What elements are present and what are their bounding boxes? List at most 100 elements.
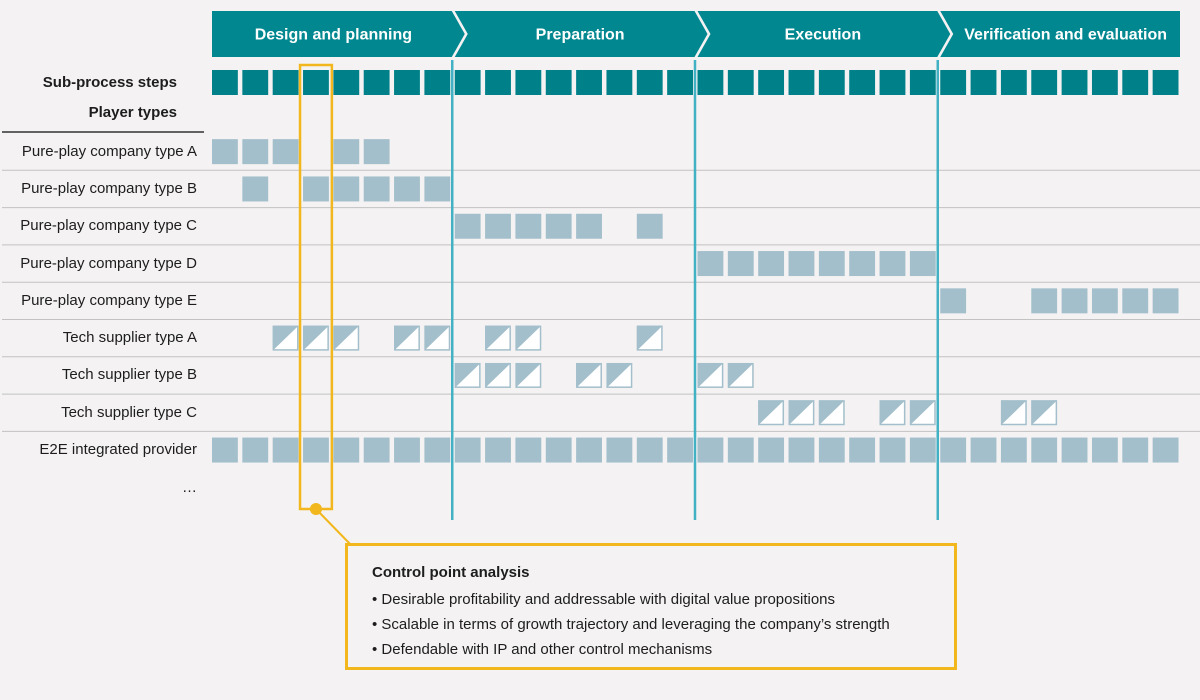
player-cell xyxy=(758,437,785,463)
player-cell xyxy=(727,437,754,463)
player-types-label: Player types xyxy=(88,104,177,121)
player-cell xyxy=(576,213,602,239)
tech-supplier-cell-fill xyxy=(606,362,633,388)
sub-process-step xyxy=(1031,70,1058,95)
tech-supplier-cell-fill xyxy=(424,325,451,351)
player-cell xyxy=(545,437,572,463)
player-cell xyxy=(606,437,633,463)
sub-process-step xyxy=(879,70,906,95)
player-cell xyxy=(1091,437,1118,463)
player-cell xyxy=(697,437,724,463)
sub-process-step xyxy=(636,70,663,95)
phase-label: Preparation xyxy=(536,27,625,44)
player-cell xyxy=(303,437,329,463)
player-cell xyxy=(940,288,967,314)
tech-supplier-cell-fill xyxy=(727,362,754,388)
sub-process-step xyxy=(394,70,420,95)
sub-process-step xyxy=(727,70,754,95)
sub-process-step xyxy=(545,70,572,95)
phase-chevron xyxy=(940,11,1180,57)
sub-process-step xyxy=(940,70,967,95)
sub-process-step xyxy=(1000,70,1027,95)
player-cell xyxy=(545,213,572,239)
tech-supplier-cell-fill xyxy=(333,325,360,351)
tech-supplier-cell-fill xyxy=(576,362,602,388)
player-cell xyxy=(333,176,360,202)
player-cell xyxy=(818,251,845,277)
player-cell xyxy=(909,437,936,463)
phase-label: Execution xyxy=(785,27,861,44)
player-cell xyxy=(485,213,511,239)
sub-process-step xyxy=(242,70,269,95)
player-cell xyxy=(212,139,238,165)
phase-label: Verification and evaluation xyxy=(964,27,1167,44)
player-cell xyxy=(576,437,602,463)
row-label: Pure-play company type C xyxy=(20,217,197,235)
tech-supplier-cell-fill xyxy=(909,400,936,426)
tech-supplier-cell-fill xyxy=(394,325,420,351)
control-point-callout: Control point analysis Desirable profita… xyxy=(345,543,957,670)
sub-process-step xyxy=(515,70,542,95)
row-label: Pure-play company type A xyxy=(21,142,197,160)
tech-supplier-cell-fill xyxy=(879,400,906,426)
sub-process-step xyxy=(424,70,451,95)
connector-dot xyxy=(309,503,322,515)
sub-process-step xyxy=(606,70,633,95)
player-cell xyxy=(394,437,420,463)
player-cell xyxy=(879,437,906,463)
player-cell xyxy=(242,139,269,165)
phase-chevron xyxy=(697,11,951,57)
phase-chevron xyxy=(454,11,708,57)
player-cell xyxy=(1061,288,1088,314)
player-cell xyxy=(727,251,754,277)
callout-bullet-list: Desirable profitability and addressable … xyxy=(372,587,954,662)
player-cell xyxy=(1152,288,1179,314)
player-cell xyxy=(909,251,936,277)
callout-title: Control point analysis xyxy=(372,564,530,581)
player-cell xyxy=(454,437,481,463)
phase-label: Design and planning xyxy=(255,27,412,44)
player-cell xyxy=(212,437,238,463)
player-cell xyxy=(363,176,390,202)
player-cell xyxy=(242,437,269,463)
sub-process-step xyxy=(485,70,511,95)
tech-supplier-cell-fill xyxy=(515,325,542,351)
tech-supplier-cell-fill xyxy=(788,400,815,426)
player-cell xyxy=(272,139,299,165)
sub-process-step xyxy=(758,70,785,95)
tech-supplier-cell-fill xyxy=(1031,400,1058,426)
player-cell xyxy=(1000,437,1027,463)
sub-process-step xyxy=(818,70,845,95)
player-cell xyxy=(667,437,693,463)
tech-supplier-cell-fill xyxy=(454,362,481,388)
row-label: Pure-play company type D xyxy=(20,254,197,272)
sub-process-step xyxy=(1091,70,1118,95)
player-cell xyxy=(363,139,390,165)
player-cell xyxy=(849,437,876,463)
sub-process-step xyxy=(909,70,936,95)
callout-bullet: Defendable with IP and other control mec… xyxy=(372,637,954,662)
player-cell xyxy=(333,437,360,463)
player-cell xyxy=(363,437,390,463)
row-label: Tech supplier type C xyxy=(61,403,197,421)
row-label: Pure-play company type B xyxy=(21,179,197,197)
player-cell xyxy=(788,437,815,463)
tech-supplier-cell-fill xyxy=(485,325,511,351)
player-cell xyxy=(394,176,420,202)
player-cell xyxy=(1031,437,1058,463)
callout-bullet: Desirable profitability and addressable … xyxy=(372,587,954,612)
player-cell xyxy=(424,176,451,202)
phase-chevron xyxy=(212,11,465,57)
tech-supplier-cell-fill xyxy=(272,325,299,351)
player-cell xyxy=(758,251,785,277)
player-cell xyxy=(485,437,511,463)
player-cell xyxy=(1091,288,1118,314)
player-cell xyxy=(636,437,663,463)
player-cell xyxy=(1122,437,1149,463)
row-label: Tech supplier type A xyxy=(62,329,197,347)
sub-process-step xyxy=(272,70,299,95)
row-label: E2E integrated provider xyxy=(39,441,197,459)
callout-connector xyxy=(315,508,355,549)
sub-process-step xyxy=(788,70,815,95)
